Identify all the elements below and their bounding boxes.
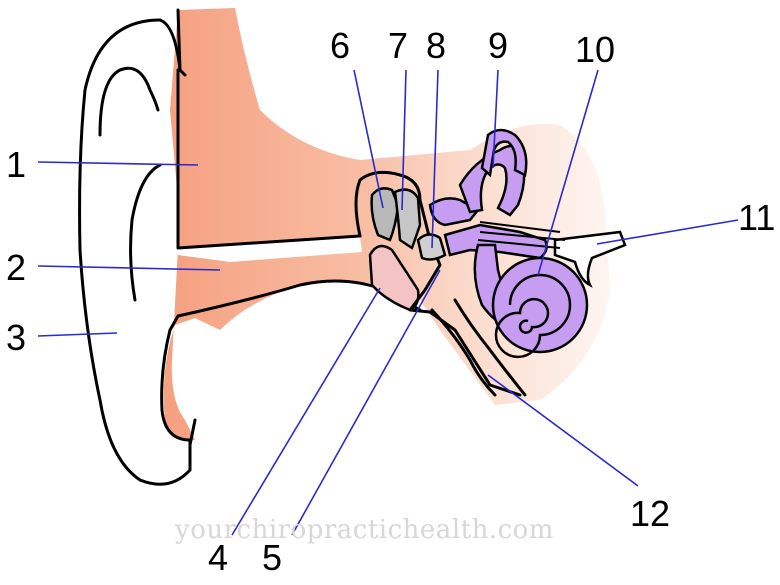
- label-6: 6: [330, 25, 350, 66]
- ossicles: [370, 187, 447, 261]
- leader-lines: [37, 69, 739, 536]
- label-7: 7: [388, 25, 408, 66]
- label-2: 2: [6, 247, 26, 288]
- number-labels: 1 2 3 4 5 6 7 8 9 10 11 12: [6, 25, 775, 578]
- auditory-nerve: [477, 221, 627, 288]
- label-5: 5: [262, 537, 282, 578]
- label-10: 10: [575, 29, 615, 70]
- label-11: 11: [738, 197, 775, 238]
- watermark: yourchiropractichealth.com: [174, 515, 554, 545]
- outer-ear: [78, 8, 422, 486]
- label-8: 8: [426, 25, 446, 66]
- label-4: 4: [208, 537, 228, 578]
- label-3: 3: [6, 317, 26, 358]
- label-12: 12: [630, 493, 670, 534]
- eustachian-tube: [430, 298, 527, 397]
- label-9: 9: [488, 25, 508, 66]
- label-1: 1: [6, 144, 26, 185]
